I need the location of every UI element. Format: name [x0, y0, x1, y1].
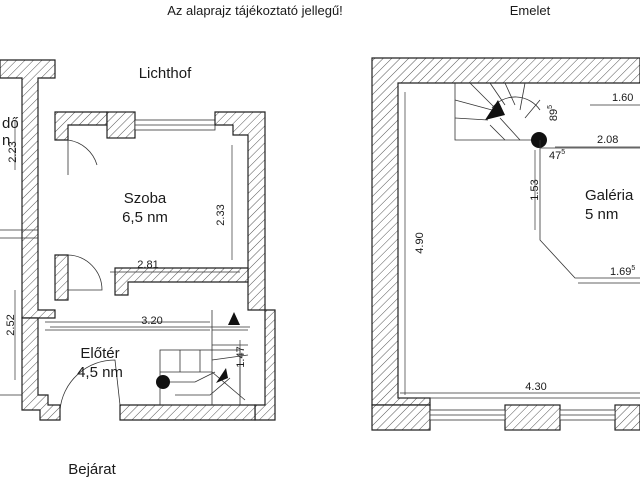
disclaimer-text: Az alaprajz tájékoztató jellegű!: [167, 3, 343, 18]
stair-end-dot: [531, 132, 547, 148]
wall-room-bottom: [114, 267, 249, 296]
dim-lower-right-sup: 5: [631, 265, 635, 272]
dim-mid-vertical: 1.53: [529, 179, 541, 200]
wall-hall-right: [254, 309, 276, 421]
dim-stair-left-value: 47: [549, 150, 561, 162]
room-name-left-partial: dő: [2, 115, 19, 132]
room-area-galeria: 5 nm: [585, 206, 618, 223]
door-swing-top: [67, 139, 98, 175]
door-swing-room: [67, 254, 103, 291]
wall-room-left-lower: [54, 254, 69, 301]
stair-down-arrow: [485, 100, 505, 120]
wall-upper-corner: [614, 404, 640, 431]
dim-upper-width: 4.30: [525, 381, 546, 393]
wall-left-lower: [21, 317, 61, 421]
dim-left-bottom: 2.52: [5, 314, 17, 335]
room-area-eloter: 4,5 nm: [77, 364, 123, 381]
dim-stair-length: 1.47: [235, 346, 247, 367]
upper-floor-title: Emelet: [510, 3, 551, 18]
dim-stair-top-value: 89: [548, 109, 560, 121]
dim-lower-right-value: 1.69: [610, 266, 631, 278]
dim-stair-left-sup: 5: [561, 149, 565, 156]
wall-upper-bottom: [371, 404, 431, 431]
room-area-szoba: 6,5 nm: [122, 209, 168, 226]
dim-room-height: 2.33: [215, 204, 227, 225]
room-name-eloter: Előtér: [80, 345, 119, 362]
ground-floor-plan: Szoba 6,5 nm Előtér 4,5 nm dő n Lichthof…: [0, 59, 276, 478]
door-swing-entrance: [59, 359, 121, 411]
wall-room-top-left: [54, 111, 108, 141]
stair-arrow: [216, 368, 228, 383]
dim-stair-top-sup: 5: [547, 105, 554, 109]
wall-hall-bottom: [119, 404, 256, 421]
room-unit-left-partial: n: [2, 132, 10, 149]
wall-upper-outer: [371, 57, 640, 406]
dim-hall-width: 3.20: [141, 315, 162, 327]
dim-upper-height: 4.90: [414, 232, 426, 253]
dim-left-top: 2.23: [7, 141, 19, 162]
wall-left-top: [0, 59, 56, 319]
dim-top-right: 1.60: [612, 92, 633, 104]
lightwell-label: Lichthof: [139, 65, 192, 82]
dim-room-width: 2.81: [137, 259, 158, 271]
dim-stair-top: 895: [547, 105, 560, 121]
stair-up-arrow: [228, 312, 240, 325]
upper-floor-plan: Galéria 5 nm 1.60 2.08 895 475 1.53 1.69…: [371, 57, 640, 431]
stairs-upper: [454, 82, 541, 141]
wall-room-right: [214, 111, 266, 311]
wall-pillar: [106, 111, 136, 139]
room-name-szoba: Szoba: [124, 190, 167, 207]
wall-upper-pillar: [504, 404, 561, 431]
dim-upper-right: 2.08: [597, 134, 618, 146]
stair-start-dot: [156, 375, 170, 389]
entrance-label: Bejárat: [68, 461, 116, 478]
room-name-galeria: Galéria: [585, 187, 634, 204]
dim-lower-right: 1.695: [610, 265, 635, 278]
dim-stair-left: 475: [549, 149, 565, 162]
gallery-outline: [539, 140, 640, 279]
